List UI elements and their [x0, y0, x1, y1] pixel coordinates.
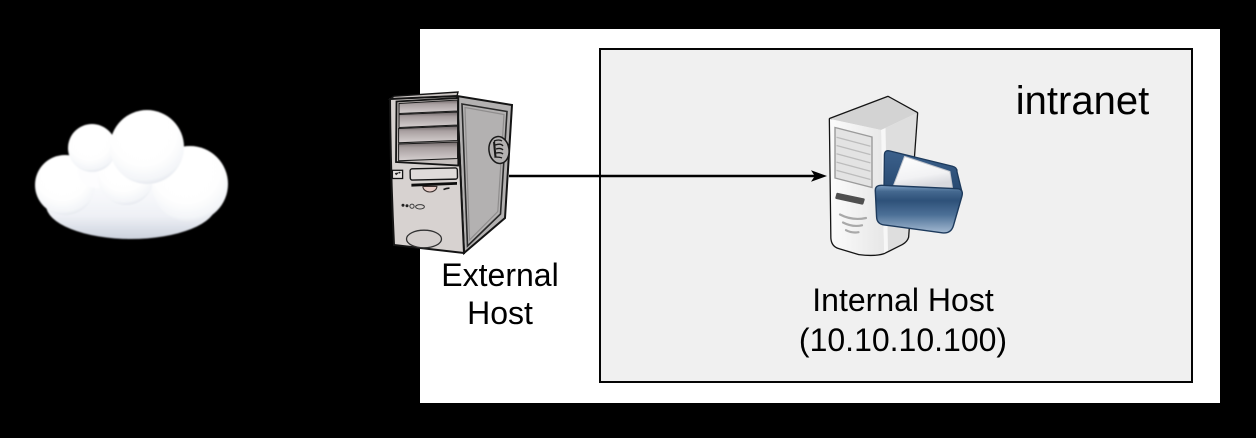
internal-host-ip: (10.10.10.100) — [798, 322, 1008, 358]
file-server-icon — [828, 95, 964, 257]
external-host-label: External Host — [441, 257, 559, 331]
connection-arrow — [509, 170, 827, 182]
cloud-icon — [35, 110, 228, 239]
internal-host-caption: Internal Host (10.10.10.100) — [783, 280, 1023, 360]
internal-host-label: Internal Host — [812, 282, 994, 318]
computer-tower-icon — [387, 91, 514, 256]
intranet-label: intranet — [1015, 79, 1150, 123]
